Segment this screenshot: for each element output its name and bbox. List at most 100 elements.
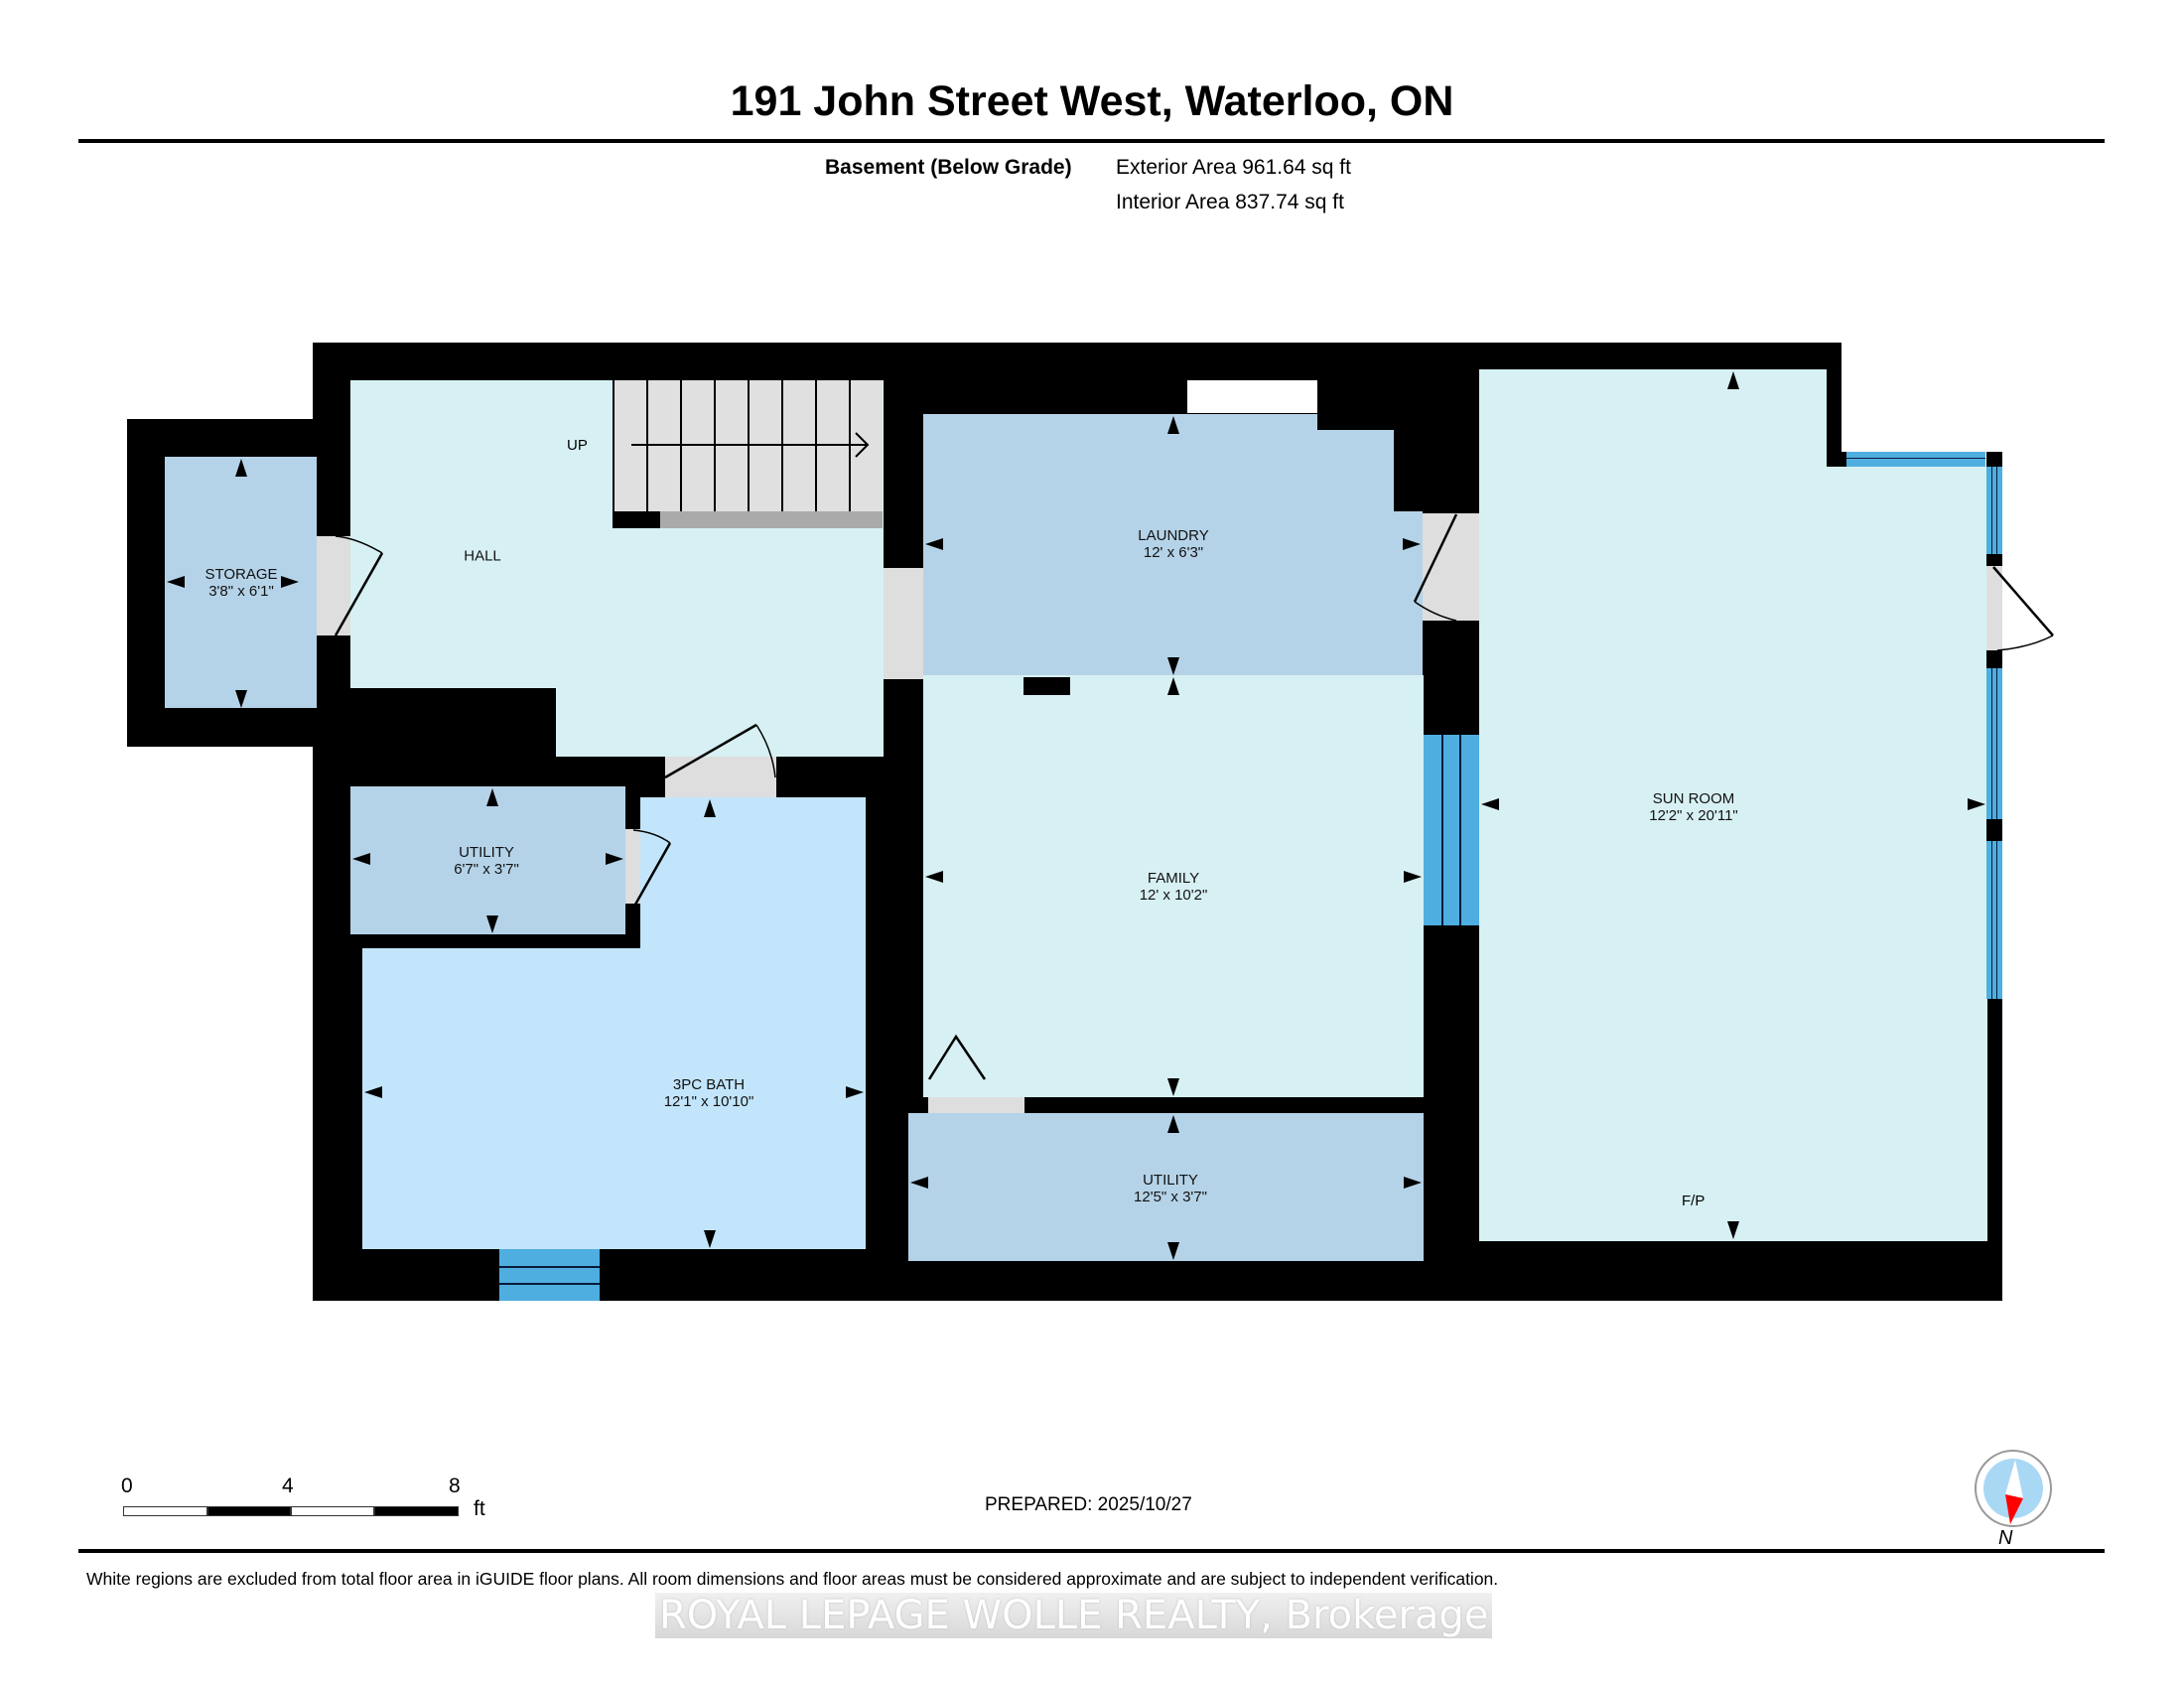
room-laundry (923, 414, 1423, 675)
wall-sunroom-pillar (1986, 554, 2002, 566)
room-dims: 12'1" x 10'10" (663, 1093, 754, 1110)
compass-icon (1975, 1450, 2052, 1527)
dimension-arrow-icon (1167, 1115, 1179, 1133)
dimension-arrow-icon (1167, 657, 1179, 675)
room-label-family: FAMILY 12' x 10'2" (1140, 870, 1208, 904)
door-leaf-utility (629, 842, 672, 913)
prepared-date: PREPARED: 2025/10/27 (985, 1494, 1192, 1515)
dimension-arrow-icon (1968, 798, 1985, 810)
dimension-arrow-icon (281, 576, 299, 588)
door-leaf-exterior (1992, 566, 2054, 636)
dimension-arrow-icon (910, 1177, 928, 1189)
floor-plan: UP (127, 343, 2054, 1301)
wall-sunroom-corner (1827, 452, 1846, 467)
scale-tick-8: 8 (449, 1475, 461, 1497)
dimension-arrow-icon (352, 853, 370, 865)
room-label-hall: HALL (464, 548, 501, 565)
room-label-bath: 3PC BATH 12'1" x 10'10" (664, 1076, 754, 1110)
window-family-sunroom (1424, 735, 1479, 925)
room-name: STORAGE (205, 566, 278, 583)
dimension-arrow-icon (1404, 1177, 1422, 1189)
scale-tick-0: 0 (121, 1475, 133, 1497)
scale-segment (207, 1506, 291, 1516)
door-arc-bath (755, 724, 776, 778)
fireplace-label: F/P (1682, 1193, 1706, 1209)
exterior-area: Exterior Area 961.64 sq ft (1116, 156, 1351, 179)
door-leaf-bath (664, 723, 757, 779)
dimension-arrow-icon (1404, 871, 1422, 883)
dimension-arrow-icon (704, 799, 716, 817)
scale-segment (123, 1506, 207, 1516)
room-name: SUN ROOM (1652, 790, 1735, 807)
room-utility-1 (350, 786, 625, 934)
window-bath (499, 1249, 600, 1301)
dimension-arrow-icon (1167, 1078, 1179, 1096)
door-leaf-bifold (927, 1034, 987, 1080)
laundry-notch-wall-2 (1394, 430, 1423, 511)
dimension-arrow-icon (1167, 416, 1179, 434)
wall-sunroom-pillar (1986, 650, 2002, 668)
dimension-arrow-icon (1403, 538, 1421, 550)
room-name: FAMILY (1147, 870, 1200, 887)
room-name: 3PC BATH (672, 1076, 746, 1093)
dimension-arrow-icon (167, 576, 185, 588)
room-name: LAUNDRY (1138, 527, 1209, 544)
page-title: 191 John Street West, Waterloo, ON (730, 77, 1454, 125)
disclaimer-text: White regions are excluded from total fl… (86, 1569, 1499, 1589)
room-storage-notch (165, 635, 299, 708)
room-dims: 12' x 10'2" (1139, 887, 1208, 904)
excluded-region (1187, 380, 1317, 413)
room-name: UTILITY (459, 844, 514, 861)
doorway-sunroom-exterior[interactable] (1986, 566, 2002, 650)
family-beam (1024, 677, 1070, 695)
laundry-notch-wall (1317, 380, 1423, 430)
door-swings (629, 432, 2054, 1080)
door-arc-exterior (1996, 634, 2054, 651)
dimension-arrow-icon (1167, 1242, 1179, 1260)
compass-north-label: N (1998, 1527, 2013, 1549)
dimension-arrow-icon (1727, 1221, 1739, 1239)
stairs-up-label: UP (567, 437, 588, 454)
room-bath-lower (362, 948, 866, 1249)
doorway-utility-bath[interactable] (625, 829, 640, 904)
room-dims: 3'8" x 6'1" (208, 583, 274, 600)
dimension-arrow-icon (486, 788, 498, 806)
room-dims: 12' x 6'3" (1143, 544, 1204, 561)
dimension-arrow-icon (235, 690, 247, 708)
scale-unit: ft (474, 1497, 485, 1520)
door-arc-utility (632, 829, 671, 844)
room-label-utility-1: UTILITY 6'7" x 3'7" (454, 844, 519, 878)
dimension-arrow-icon (704, 1230, 716, 1248)
room-dims: 6'7" x 3'7" (454, 861, 519, 878)
doorway-family-utility[interactable] (928, 1097, 1024, 1113)
room-label-laundry: LAUNDRY 12' x 6'3" (1138, 527, 1208, 561)
room-family (923, 675, 1424, 1097)
dimension-arrow-icon (235, 459, 247, 477)
interior-area: Interior Area 837.74 sq ft (1116, 191, 1344, 213)
door-arc-laundry (1414, 601, 1457, 622)
dimension-arrow-icon (1481, 798, 1499, 810)
dimension-arrow-icon (925, 871, 943, 883)
room-utility-2 (908, 1113, 1424, 1261)
wall-sunroom-pillar (1986, 452, 2002, 467)
scale-segment (374, 1506, 459, 1516)
stair-landing-rail (660, 511, 883, 528)
door-leaf-laundry (1413, 513, 1458, 603)
footer-divider (78, 1549, 2105, 1553)
room-label-storage: STORAGE 3'8" x 6'1" (205, 566, 277, 600)
doorway-hall-laundry[interactable] (884, 568, 923, 679)
brokerage-watermark: ROYAL LEPAGE WOLLE REALTY, Brokerage (655, 1593, 1493, 1638)
dimension-arrow-icon (606, 853, 623, 865)
scale-segment (291, 1506, 374, 1516)
level-label: Basement (Below Grade) (825, 156, 1072, 179)
window-sunroom-east-1 (1986, 467, 2002, 554)
room-name: UTILITY (1143, 1172, 1198, 1189)
room-label-utility-2: UTILITY 12'5" x 3'7" (1134, 1172, 1207, 1205)
scale-tick-4: 4 (282, 1475, 294, 1497)
stair-landing-wall (613, 511, 660, 528)
doorway-hall-bath[interactable] (665, 757, 776, 797)
wall-sunroom-pillar (1986, 819, 2002, 841)
dimension-arrow-icon (1167, 677, 1179, 695)
room-sunroom-east (1827, 467, 1987, 1241)
room-name: HALL (464, 547, 501, 565)
